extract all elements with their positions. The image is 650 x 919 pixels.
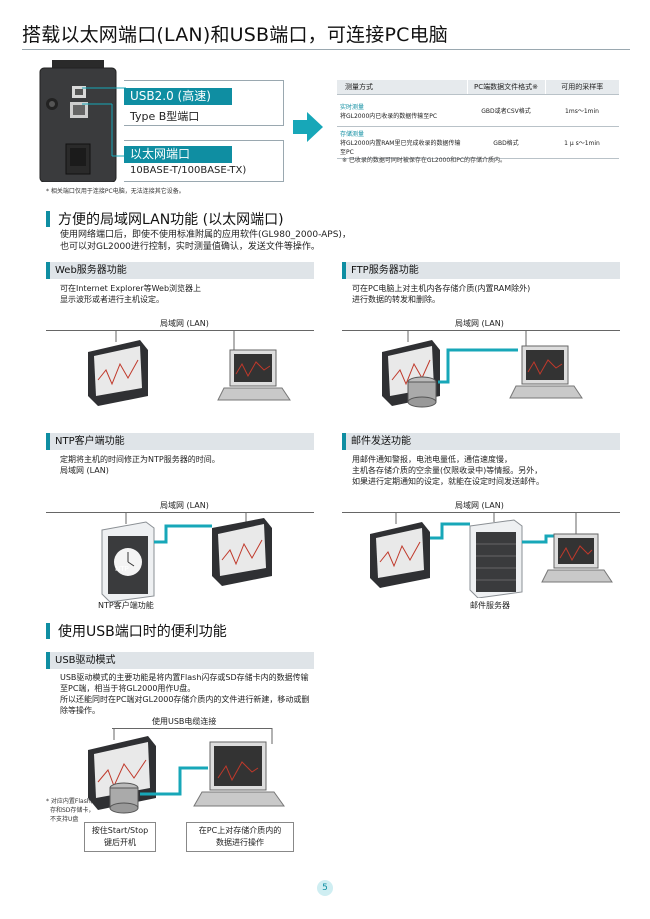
logger-device-icon [212, 518, 272, 586]
lan-port-frame [124, 140, 284, 182]
page-number: 5 [317, 880, 333, 896]
mail-send-title: 邮件发送功能 [342, 433, 620, 450]
lan-intro-line1: 使用网络端口后，即使不使用标准附属的应用软件(GL980_2000-APS)， [60, 230, 351, 240]
mail-diagram [370, 512, 613, 598]
callout-line: 按住Start/Stop [91, 826, 149, 835]
table-header: 测量方式 [337, 80, 467, 95]
usb-desc2: 至PC端，相当于将GL2000用作U盘。 [60, 684, 196, 693]
row-name: 存储测量 [340, 131, 365, 138]
table-header: 可用的采样率 [544, 80, 619, 95]
ntp-desc1: 定期将主机的时间修正为NTP服务器的时间。 [60, 455, 220, 464]
storage-icon [109, 782, 139, 814]
usb-side-note2: 存和SD存储卡， [50, 807, 95, 814]
lan-line [46, 330, 314, 331]
web-server-diagram [88, 330, 291, 406]
usb-desc1: USB驱动模式的主要功能是将内置Flash闪存或SD存储卡内的数据传输 [60, 673, 309, 682]
lan-label: 局域网 (LAN) [455, 501, 504, 510]
usb-desc4: 除等操作。 [60, 706, 100, 715]
mail-desc1: 用邮件通知警报，电池电量低，通信速度慢， [352, 455, 512, 464]
mail-server-icon [469, 519, 523, 598]
row-format: GBD格式 [467, 126, 545, 159]
row-desc: 将GL2000内置RAM里已完成收录的数据传输至PC [340, 140, 461, 156]
lan-port-subtitle: 10BASE-T/100BASE-TX) [130, 165, 247, 176]
ntp-server-icon [101, 521, 155, 602]
web-server-desc2: 显示波形或者进行主机设定。 [60, 295, 164, 304]
mail-desc2: 主机各存储介质的空余量(仅限收录中)等情报。另外， [352, 466, 543, 475]
laptop-icon [541, 533, 613, 583]
logger-device-icon [88, 340, 148, 406]
storage-icon [407, 376, 437, 408]
table-row: 实时测量 将GL2000内已收录的数据传输至PC GBD或者CSV格式 1ms～… [337, 94, 619, 127]
usb-port-frame [124, 80, 284, 126]
port-leader-lines [82, 87, 126, 157]
row-rate: 1ms～1min [545, 94, 619, 127]
usb-cable-label: 使用USB电缆连接 [152, 717, 217, 726]
callout-line: 在PC上对存储介质内的 [198, 826, 282, 835]
mail-caption: 邮件服务器 [470, 601, 510, 610]
row-desc: 将GL2000内已收录的数据传输至PC [340, 112, 438, 120]
usb-diagram [88, 728, 285, 814]
ftp-server-desc1: 可在PC电脑上对主机内各存储介质(内置RAM除外) [352, 284, 531, 293]
logger-device-icon [88, 736, 156, 810]
logger-device-icon [370, 522, 430, 588]
laptop-icon [509, 345, 583, 399]
row-name: 实时测量 [340, 103, 365, 111]
ntp-icon-label: NTP [115, 565, 129, 573]
lan-label: 局域网 (LAN) [160, 501, 209, 510]
ftp-server-diagram [382, 330, 583, 408]
page-title: 搭载以太网端口(LAN)和USB端口，可连接PC电脑 [22, 24, 448, 46]
arrow-right-icon [293, 112, 323, 142]
lan-line [342, 512, 620, 513]
ftp-server-desc2: 进行数据的转发和删除。 [352, 295, 440, 304]
measurement-table: 测量方式 PC端数据文件格式※ 可用的采样率 实时测量 将GL2000内已收录的… [337, 80, 619, 159]
lan-port-title: 以太网端口 [124, 146, 232, 163]
table-header: PC端数据文件格式※ [466, 80, 545, 95]
laptop-icon [217, 349, 291, 401]
web-server-desc1: 可在Internet Explorer等Web浏览器上 [60, 284, 202, 293]
row-rate: 1 μ s～1min [545, 126, 619, 159]
lan-section-heading: 方便的局域网LAN功能 (以太网端口) [58, 212, 284, 228]
usb-drive-title: USB驱动模式 [46, 652, 314, 669]
callout-line: 数据进行操作 [216, 838, 264, 847]
usb-desc3: 所以还能同时在PC端对GL2000存储介质内的文件进行新建，移动或删 [60, 695, 310, 704]
usb-callout-left: 按住Start/Stop 键后开机 [84, 822, 156, 852]
title-divider [22, 49, 630, 50]
usb-side-note1: * 对应内置Flash闪 [46, 798, 97, 805]
usb-port-subtitle: Type B型端口 [130, 110, 200, 123]
section-marker [46, 623, 50, 639]
usb-side-note3: 不支持U盘 [50, 816, 79, 823]
ntp-client-title: NTP客户端功能 [46, 433, 314, 450]
lan-intro-line2: 也可以对GL2000进行控制，实时测量值确认，发送文件等操作。 [60, 242, 320, 252]
ports-note: * 相关端口仅用于连接PC电脑，无法连接其它设备。 [46, 188, 185, 195]
lan-label: 局域网 (LAN) [455, 319, 504, 328]
usb-cable-line [112, 728, 272, 729]
callout-line: 键后开机 [104, 838, 136, 847]
web-server-title: Web服务器功能 [46, 262, 314, 279]
usb-port-title: USB2.0 (高速) [124, 88, 232, 105]
usb-callout-right: 在PC上对存储介质内的 数据进行操作 [186, 822, 294, 852]
lan-label: 局域网 (LAN) [160, 319, 209, 328]
usb-section-heading: 使用USB端口时的便利功能 [58, 624, 227, 640]
section-marker [46, 211, 50, 227]
ntp-desc2: 局域网 (LAN) [60, 466, 109, 475]
ntp-caption: NTP客户端功能 [98, 601, 154, 610]
mail-desc3: 如果进行定期通知的设定，就能在设定时间发送邮件。 [352, 477, 544, 486]
row-format: GBD或者CSV格式 [467, 94, 545, 127]
ftp-server-title: FTP服务器功能 [342, 262, 620, 279]
device-side-image [39, 60, 117, 182]
table-footnote: ※ 已收录的数据可同时被保存在GL2000和PC的存储介质内。 [342, 157, 507, 164]
laptop-icon [193, 741, 285, 807]
lan-line [46, 512, 314, 513]
ntp-diagram [101, 512, 272, 602]
lan-line [342, 330, 620, 331]
table-row: 存储测量 将GL2000内置RAM里已完成收录的数据传输至PC GBD格式 1 … [337, 126, 619, 159]
